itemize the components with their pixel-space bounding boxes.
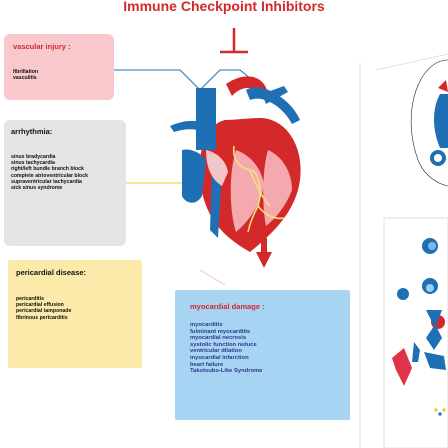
list-item: pericardial effusion [16, 302, 64, 309]
list-item: pericardial tamponade [16, 308, 72, 315]
list-item: sick sinus syndrome [11, 185, 63, 192]
inhibition-symbol [220, 28, 248, 54]
immune-cells-icon [392, 238, 446, 416]
heart-illustration [170, 76, 301, 252]
list-item: ventricular dilation [190, 348, 242, 355]
list-item: heart failure [190, 361, 224, 368]
list-item: pericarditis [16, 296, 44, 302]
list-item: vasculitis [13, 75, 37, 82]
vascular-injury-box [4, 34, 114, 100]
list-item: myocarditis [190, 322, 223, 328]
list-item: fibrinous pericarditis [16, 314, 68, 321]
zoom-panel [359, 53, 448, 448]
pericardial-connector [199, 269, 226, 286]
list-item: right/left bundle branch block [11, 166, 84, 173]
vascular-list: fibrillation vasculitis [13, 69, 38, 81]
list-item: myocardial necrosis [190, 335, 247, 342]
list-item: myocardial infarction [190, 354, 249, 361]
list-item: fulminant myocarditis [190, 328, 251, 335]
down-arrow-icon [256, 238, 272, 268]
connector-lines [114, 69, 263, 91]
myocardial-box [175, 290, 350, 420]
zoom-vessel-icon [430, 80, 448, 166]
myocardial-list: myocarditis fulminant myocarditis myocar… [190, 322, 262, 375]
arrhythmia-heading: arrhythmia: [11, 127, 53, 136]
myocardial-heading: myocardial damage : [190, 302, 265, 311]
pericardial-box [8, 260, 142, 368]
list-item: complete atrioventricular block [11, 172, 88, 179]
arrhythmia-list: sinus bradycardia sinus tachycardia righ… [11, 154, 88, 191]
list-item: sinus tachycardia [11, 160, 55, 167]
arrhythmia-box [4, 120, 126, 246]
pericardial-heading: pericardial disease: [16, 268, 87, 277]
diagram-title: Immune Checkpoint Inhibitors [123, 0, 325, 14]
list-item: systolic function reduce [190, 341, 257, 348]
list-item: supraventricular tachycardia [11, 178, 82, 185]
list-item: fibrillation [13, 69, 39, 75]
pericardial-list: pericarditis pericardial effusion perica… [16, 296, 71, 321]
list-item: Takotsubo-Like Syndrome [190, 368, 263, 375]
vascular-heading: vascular injury : [13, 42, 71, 51]
list-item: sinus bradycardia [11, 154, 56, 160]
